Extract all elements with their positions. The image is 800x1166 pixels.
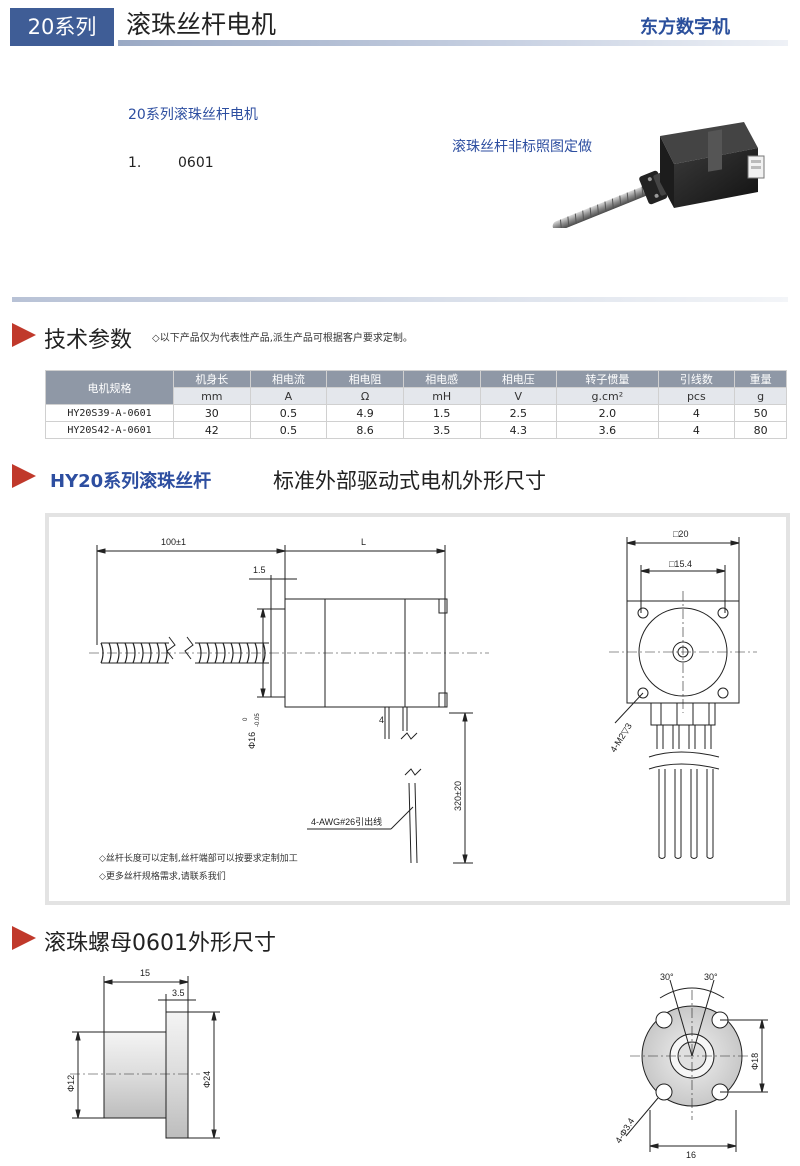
dim-phi16-tol-bottom: -0.05 [255, 713, 261, 727]
series-label: 20系列 [10, 8, 114, 46]
nut-dim-16: 16 [686, 1150, 696, 1160]
nut-angle-right: 30° [704, 972, 718, 982]
table-unit: mH [402, 387, 481, 405]
table-cell: 4 [657, 421, 736, 439]
table-cell: 3.5 [402, 421, 481, 439]
dim-L: L [361, 537, 366, 547]
table-cell: 2.0 [556, 404, 659, 422]
drawing-note: ◇更多丝杆规格需求,请联系我们 [99, 872, 226, 882]
dim-square-20: □20 [673, 529, 688, 539]
parameter-table: 电机规格 机身长 相电流 相电阻 相电感 相电压 转子惯量 引线数 重量 mm … [45, 370, 787, 439]
product-photo [552, 122, 765, 228]
table-unit: A [249, 387, 328, 405]
table-unit: V [479, 387, 558, 405]
table-header: 机身长 [173, 370, 251, 388]
table-header: 重量 [734, 370, 787, 388]
motor-drawing: 100±1 L 1.5 4 Φ16 0 -0.05 320±20 4-AWG#2… [89, 529, 757, 864]
dim-awg-leads: 4-AWG#26引出线 [311, 816, 382, 827]
list-number: 1. [128, 155, 142, 171]
table-unit: mm [173, 387, 251, 405]
table-cell: 3.6 [556, 421, 659, 439]
nut-dim-phi24: Φ24 [202, 1071, 212, 1088]
section-divider [12, 297, 788, 302]
dim-4: 4 [379, 715, 384, 725]
table-cell-model: HY20S42-A-0601 [45, 421, 174, 439]
table-row: HY20S42-A-0601 42 0.5 8.6 3.5 4.3 3.6 4 … [45, 421, 787, 439]
table-cell: 50 [734, 404, 787, 422]
dim-100: 100±1 [161, 537, 186, 547]
page-header: 20系列 滚珠丝杆电机 东方数字机 [0, 0, 800, 48]
table-header: 相电压 [479, 370, 558, 388]
table-header: 相电阻 [326, 370, 404, 388]
brand-name: 东方数字机 [640, 17, 730, 38]
table-row: HY20S39-A-0601 30 0.5 4.9 1.5 2.5 2.0 4 … [45, 404, 787, 422]
table-cell: 80 [734, 421, 787, 439]
dim-phi16: Φ16 [247, 732, 257, 749]
nut-dim-phi18: Φ18 [750, 1053, 760, 1070]
table-cell: 30 [173, 404, 251, 422]
dim-320: 320±20 [453, 781, 463, 811]
table-cell: 4.3 [479, 421, 558, 439]
nut-dim-holes: 4-Φ3.4 [613, 1116, 636, 1145]
nut-dim-phi12: Φ12 [66, 1075, 76, 1092]
nut-angle-left: 30° [660, 972, 674, 982]
tech-section-title: 技术参数 [44, 328, 133, 353]
custom-note: 滚珠丝杆非标照图定做 [452, 139, 592, 155]
table-unit: g [734, 387, 787, 405]
drawing-note: ◇丝杆长度可以定制,丝杆端部可以按要求定制加工 [99, 854, 298, 864]
nut-dim-3-5: 3.5 [172, 988, 185, 998]
table-header: 引线数 [657, 370, 736, 388]
table-cell: 2.5 [479, 404, 558, 422]
nut-dim-15: 15 [140, 968, 150, 978]
dim-m2-holes: 4-M2▽3 [608, 721, 634, 754]
section-marker-icon [12, 323, 36, 347]
table-header-model: 电机规格 [45, 370, 174, 405]
intro-title: 20系列滚珠丝杆电机 [128, 107, 258, 123]
dim-square-15-4: □15.4 [669, 559, 692, 569]
table-cell: 42 [173, 421, 251, 439]
table-cell-model: HY20S39-A-0601 [45, 404, 174, 422]
nut-section-title: 滚珠螺母0601外形尺寸 [44, 931, 276, 956]
section-marker-icon [12, 464, 36, 488]
table-cell: 8.6 [326, 421, 404, 439]
motor-drawing-frame: 100±1 L 1.5 4 Φ16 0 -0.05 320±20 4-AWG#2… [45, 513, 790, 905]
dim-1-5: 1.5 [253, 565, 266, 575]
dimensions-subtitle: 标准外部驱动式电机外形尺寸 [273, 469, 546, 493]
table-unit: g.cm² [556, 387, 659, 405]
series-dimensions-title: HY20系列滚珠丝杆 [50, 471, 212, 492]
list-item-text: 0601 [178, 155, 214, 171]
dim-phi16-tol-top: 0 [243, 717, 249, 721]
table-unit: pcs [657, 387, 736, 405]
table-cell: 1.5 [402, 404, 481, 422]
table-header: 转子惯量 [556, 370, 659, 388]
table-cell: 0.5 [249, 404, 328, 422]
table-header: 相电感 [402, 370, 481, 388]
table-unit: Ω [326, 387, 404, 405]
table-cell: 4 [657, 404, 736, 422]
table-header: 相电流 [249, 370, 328, 388]
header-band [118, 40, 788, 46]
table-cell: 4.9 [326, 404, 404, 422]
page-title: 滚珠丝杆电机 [126, 10, 277, 39]
nut-drawing: 15 3.5 Φ12 Φ24 30° 30° Φ18 4-Φ3.4 16 [66, 968, 768, 1160]
table-cell: 0.5 [249, 421, 328, 439]
section-marker-icon [12, 926, 36, 950]
tech-note: ◇以下产品仅为代表性产品,派生产品可根据客户要求定制。 [152, 333, 413, 344]
